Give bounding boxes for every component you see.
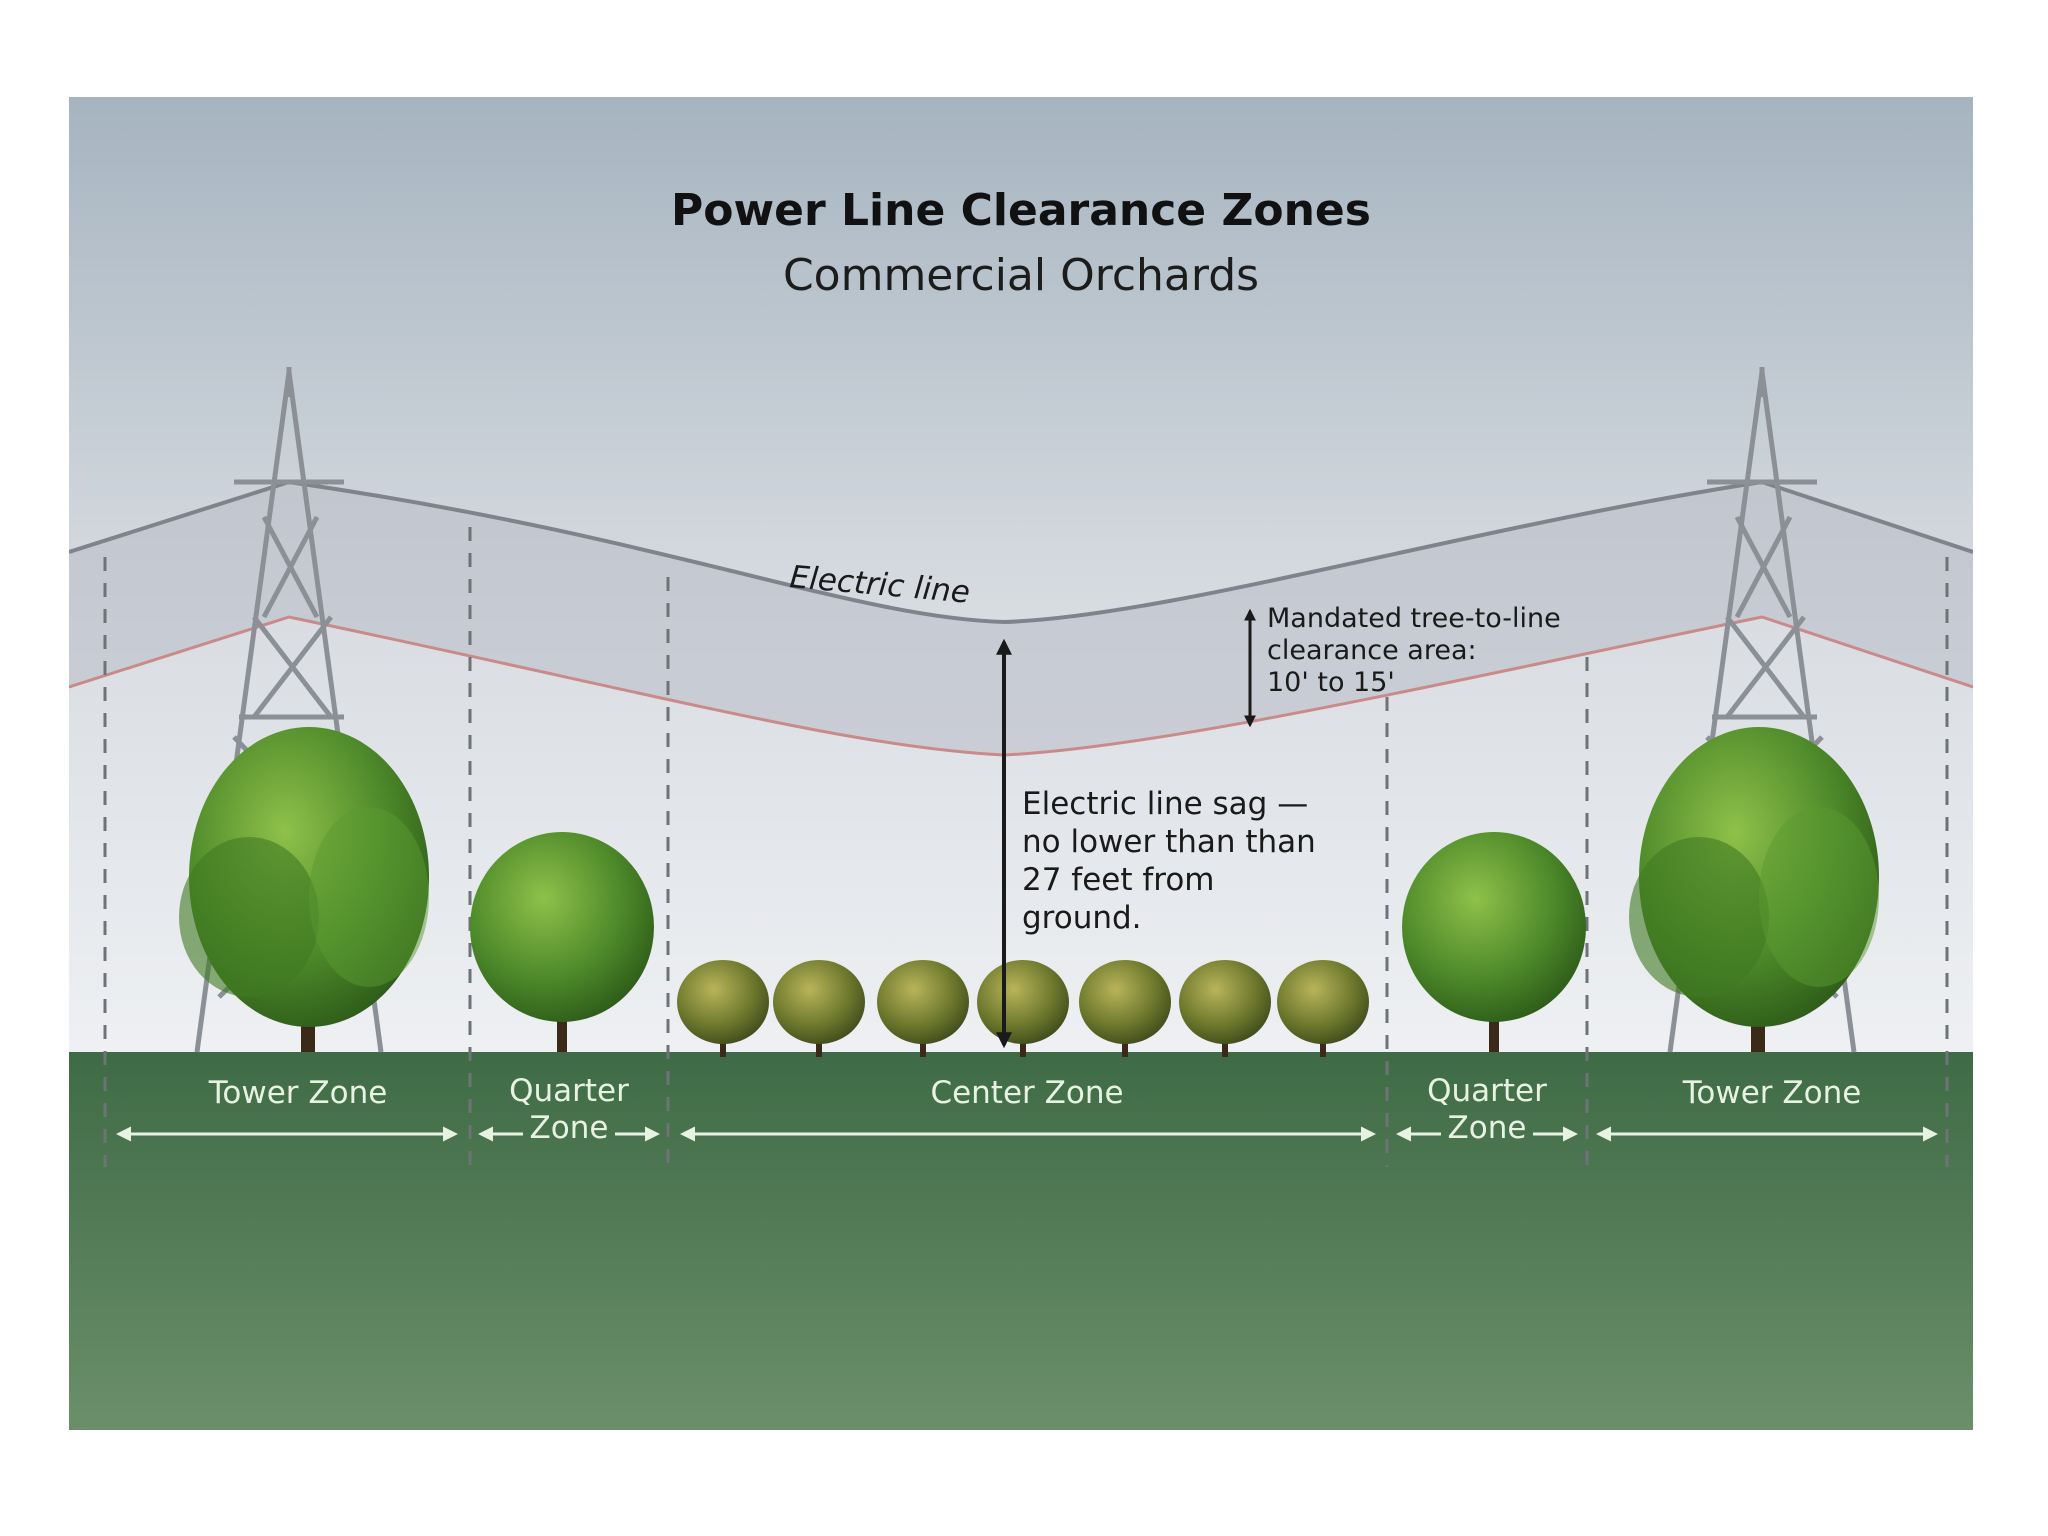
zone-label: Tower Zone — [1682, 1075, 1862, 1111]
diagram-panel: Power Line Clearance Zones Commercial Or… — [69, 97, 1973, 1430]
sag-note-line-1: Electric line sag — — [1022, 786, 1308, 822]
zone-boundaries — [103, 527, 1949, 1167]
orchard-tree — [1277, 960, 1369, 1057]
diagram-subtitle: Commercial Orchards — [783, 250, 1259, 301]
sag-note-line-4: ground. — [1022, 900, 1142, 936]
zone-label: Quarter — [509, 1073, 629, 1109]
electric-line — [69, 479, 1973, 625]
clearance-note-line-3: 10' to 15' — [1267, 667, 1395, 698]
orchard-tree — [877, 960, 969, 1057]
tree-quarter-zone-left — [470, 832, 654, 1052]
zone-label-2: Zone — [1448, 1110, 1527, 1146]
zone-quarter-right: Quarter Zone — [1396, 1073, 1578, 1146]
zone-quarter-left: Quarter Zone — [478, 1073, 660, 1146]
orchard-tree — [1179, 960, 1271, 1057]
orchard-tree — [1079, 960, 1171, 1057]
clearance-band — [69, 482, 1973, 755]
clearance-note-line-2: clearance area: — [1267, 635, 1477, 666]
clearance-diagram: Power Line Clearance Zones Commercial Or… — [69, 97, 1973, 1430]
zone-label: Center Zone — [930, 1075, 1123, 1111]
zone-label: Tower Zone — [208, 1075, 388, 1111]
sag-note: Electric line sag — no lower than than 2… — [1022, 786, 1316, 936]
orchard-trees — [677, 960, 1369, 1057]
sag-note-line-2: no lower than than — [1022, 824, 1316, 860]
zone-tower-left: Tower Zone — [116, 1075, 458, 1142]
zone-tower-right: Tower Zone — [1596, 1075, 1938, 1142]
clearance-note: Mandated tree-to-line clearance area: 10… — [1267, 603, 1561, 698]
orchard-tree — [677, 960, 769, 1057]
diagram-title: Power Line Clearance Zones — [671, 185, 1371, 236]
zone-label-2: Zone — [530, 1110, 609, 1146]
tree-tower-zone-right — [1629, 727, 1879, 1052]
clearance-note-line-1: Mandated tree-to-line — [1267, 603, 1561, 634]
sag-note-line-3: 27 feet from — [1022, 862, 1215, 898]
zone-label: Quarter — [1427, 1073, 1547, 1109]
zone-center: Center Zone — [680, 1075, 1376, 1142]
tree-quarter-zone-right — [1402, 832, 1586, 1052]
ground — [69, 1052, 1973, 1430]
orchard-tree — [773, 960, 865, 1057]
tree-tower-zone-left — [179, 727, 429, 1052]
